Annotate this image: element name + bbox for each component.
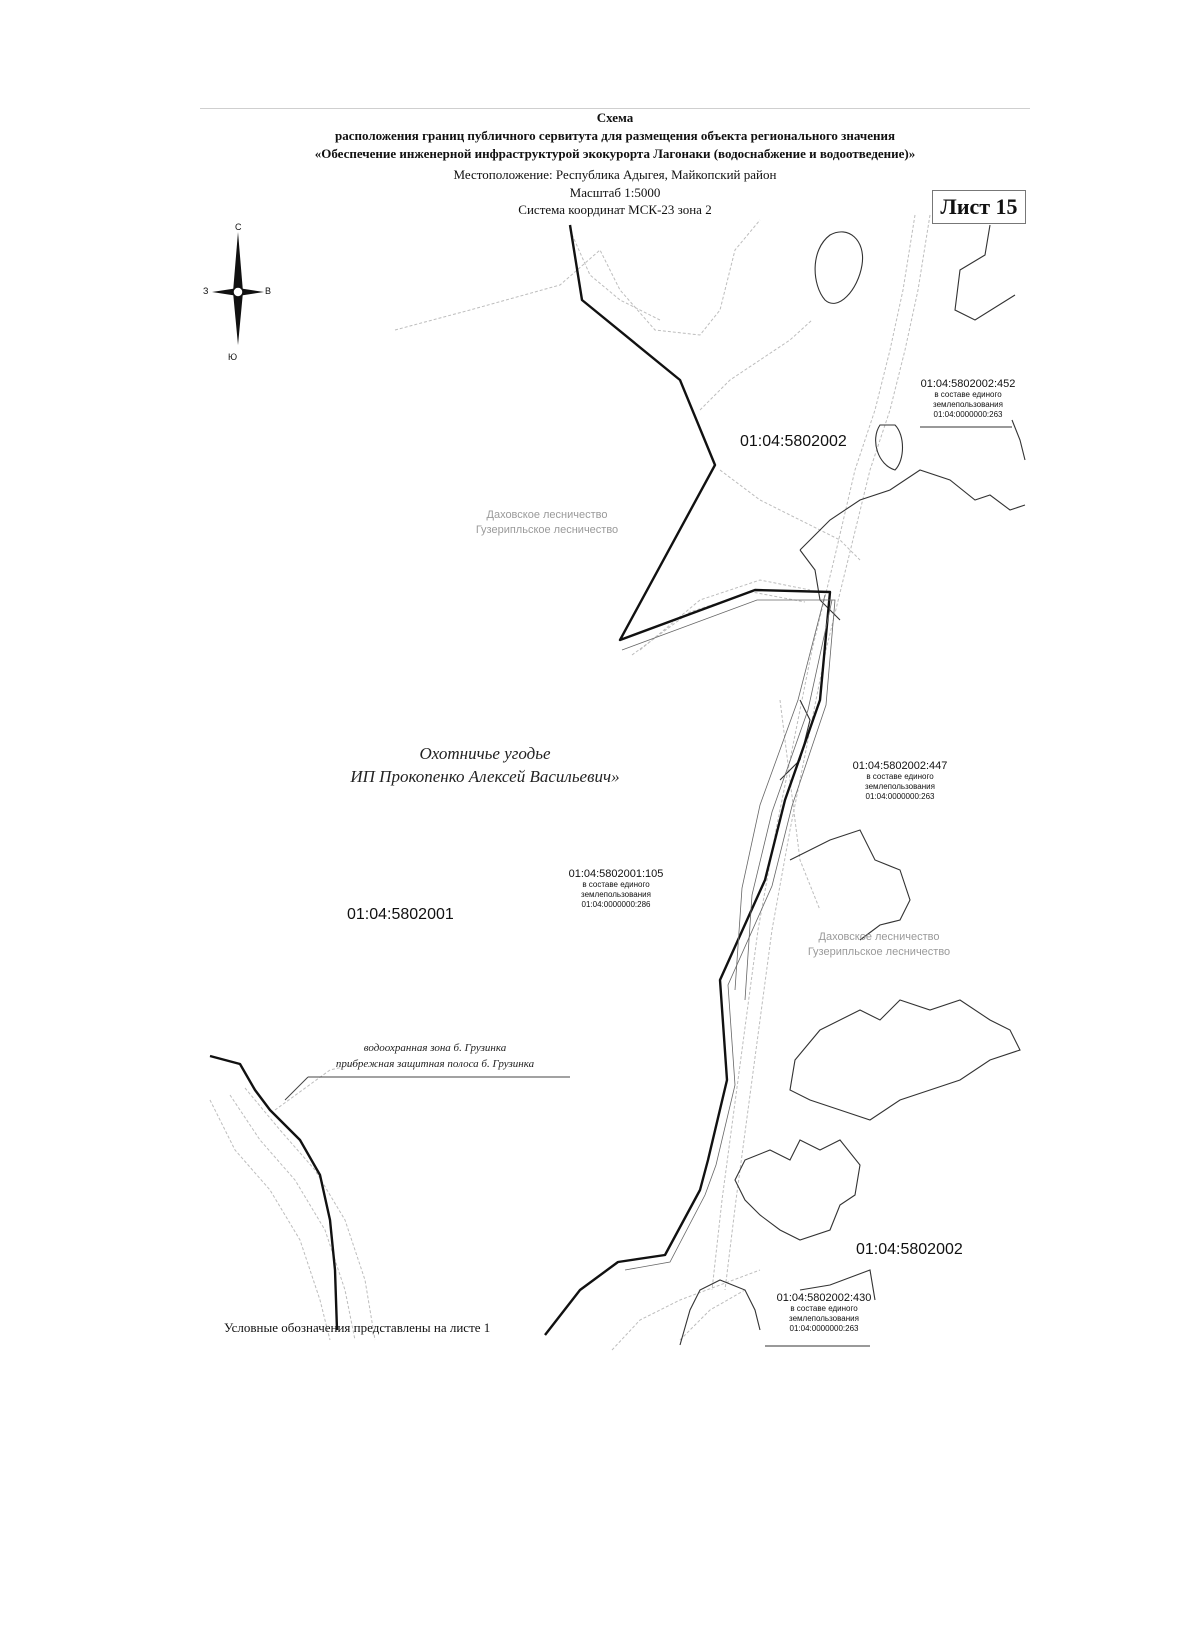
forestry-name: Гузерипльское лесничество [807, 946, 951, 958]
parcel-label-447: 01:04:5802002:447 в составе единого земл… [836, 760, 964, 802]
north-arrow-icon [212, 232, 264, 345]
water-label-leader [284, 1076, 570, 1101]
legend-reference-note: Условные обозначения представлены на лис… [224, 1320, 491, 1335]
parcel-note: землепользования [865, 782, 935, 791]
map-title: Схема [596, 110, 634, 125]
water-protection-zone: водоохранная зона б. Грузинка [363, 1042, 507, 1054]
map-subtitle-line1: расположения границ публичного сервитута… [335, 128, 895, 143]
hunting-ground-title: Охотничье угодье [419, 744, 551, 763]
parcel-label-105: 01:04:5802001:105 в составе единого земл… [552, 868, 680, 910]
parcel-code: 01:04:5802002:430 [776, 1292, 872, 1304]
pipeline-route [621, 594, 836, 1271]
parcel-label-430: 01:04:5802002:430 в составе единого земл… [760, 1292, 888, 1334]
parcel-note: 01:04:0000000:286 [581, 900, 651, 909]
parcel-note: землепользования [933, 400, 1003, 409]
zone-boundaries [209, 214, 931, 1351]
parcel-note: в составе единого [582, 880, 650, 889]
forestry-name: Гузерипльское лесничество [475, 524, 619, 536]
compass-south-label: Ю [228, 352, 238, 362]
forestry-name: Даховское лесничество [486, 509, 608, 521]
parcel-code: 01:04:5802002:452 [920, 378, 1016, 390]
compass-north-label: С [235, 222, 242, 232]
coastal-protection-strip: прибрежная защитная полоса б. Грузинка [335, 1058, 535, 1070]
map-location: Местоположение: Республика Адыгея, Майко… [453, 167, 777, 182]
map-coordinate-system: Система координат МСК-23 зона 2 [518, 202, 712, 217]
parcel-code: 01:04:5802002:447 [852, 760, 948, 772]
forestry-name: Даховское лесничество [818, 931, 940, 943]
parcel-code: 01:04:5802001:105 [568, 868, 664, 880]
hunting-ground-label: Охотничье угодье ИП Прокопенко Алексей В… [310, 742, 660, 788]
hunting-ground-owner: ИП Прокопенко Алексей Васильевич» [350, 767, 620, 786]
compass-east-label: В [265, 286, 272, 296]
map-frame [200, 108, 1030, 1347]
parcel-note: в составе единого [790, 1304, 858, 1313]
parcel-note: в составе единого [866, 772, 934, 781]
map-scale: Масштаб 1:5000 [569, 185, 661, 200]
sheet-number-label: Лист 15 [932, 190, 1026, 224]
parcel-label-452: 01:04:5802002:452 в составе единого земл… [912, 378, 1024, 420]
map-subtitle-line2: «Обеспечение инженерной инфраструктурой … [314, 146, 916, 161]
parcel-note: 01:04:0000000:263 [789, 1324, 859, 1333]
parcel-note: землепользования [789, 1314, 859, 1323]
forestry-label-upper: Даховское лесничество Гузерипльское лесн… [452, 508, 642, 538]
compass-west-label: З [203, 286, 209, 296]
cadastral-block-left: 01:04:5802001 [347, 906, 454, 923]
parcel-note: 01:04:0000000:263 [865, 792, 935, 801]
water-protection-label: водоохранная зона б. Грузинка прибрежная… [305, 1040, 565, 1072]
cadastral-block-bottom: 01:04:5802002 [856, 1241, 963, 1258]
parcel-underlines [765, 426, 1012, 1347]
servitude-boundary [209, 224, 832, 1336]
parcel-note: 01:04:0000000:263 [933, 410, 1003, 419]
parcel-note: в составе единого [934, 390, 1002, 399]
cadastral-block-top: 01:04:5802002 [740, 433, 847, 450]
forestry-label-lower: Даховское лесничество Гузерипльское лесн… [794, 930, 964, 960]
land-contours [679, 224, 1026, 1346]
parcel-note: землепользования [581, 890, 651, 899]
